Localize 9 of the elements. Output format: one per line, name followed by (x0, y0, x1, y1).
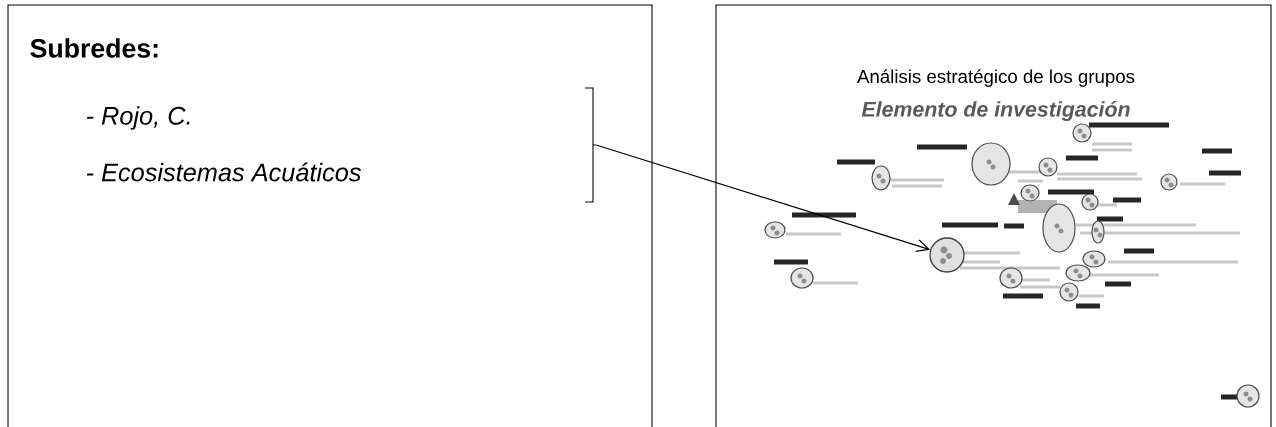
network-map-drawing (764, 122, 1260, 408)
list-item: - Ecosistemas Acuáticos (86, 162, 361, 182)
bracket (584, 87, 597, 203)
list-item: - Rojo, C. (86, 106, 190, 130)
subtitle: Elemento de investigación (861, 100, 1130, 122)
heading: Subredes: (30, 38, 158, 58)
network-cluster-circle (929, 237, 965, 273)
arrow (595, 144, 931, 253)
heading: Análisis estratégico de los grupos (857, 69, 1135, 87)
